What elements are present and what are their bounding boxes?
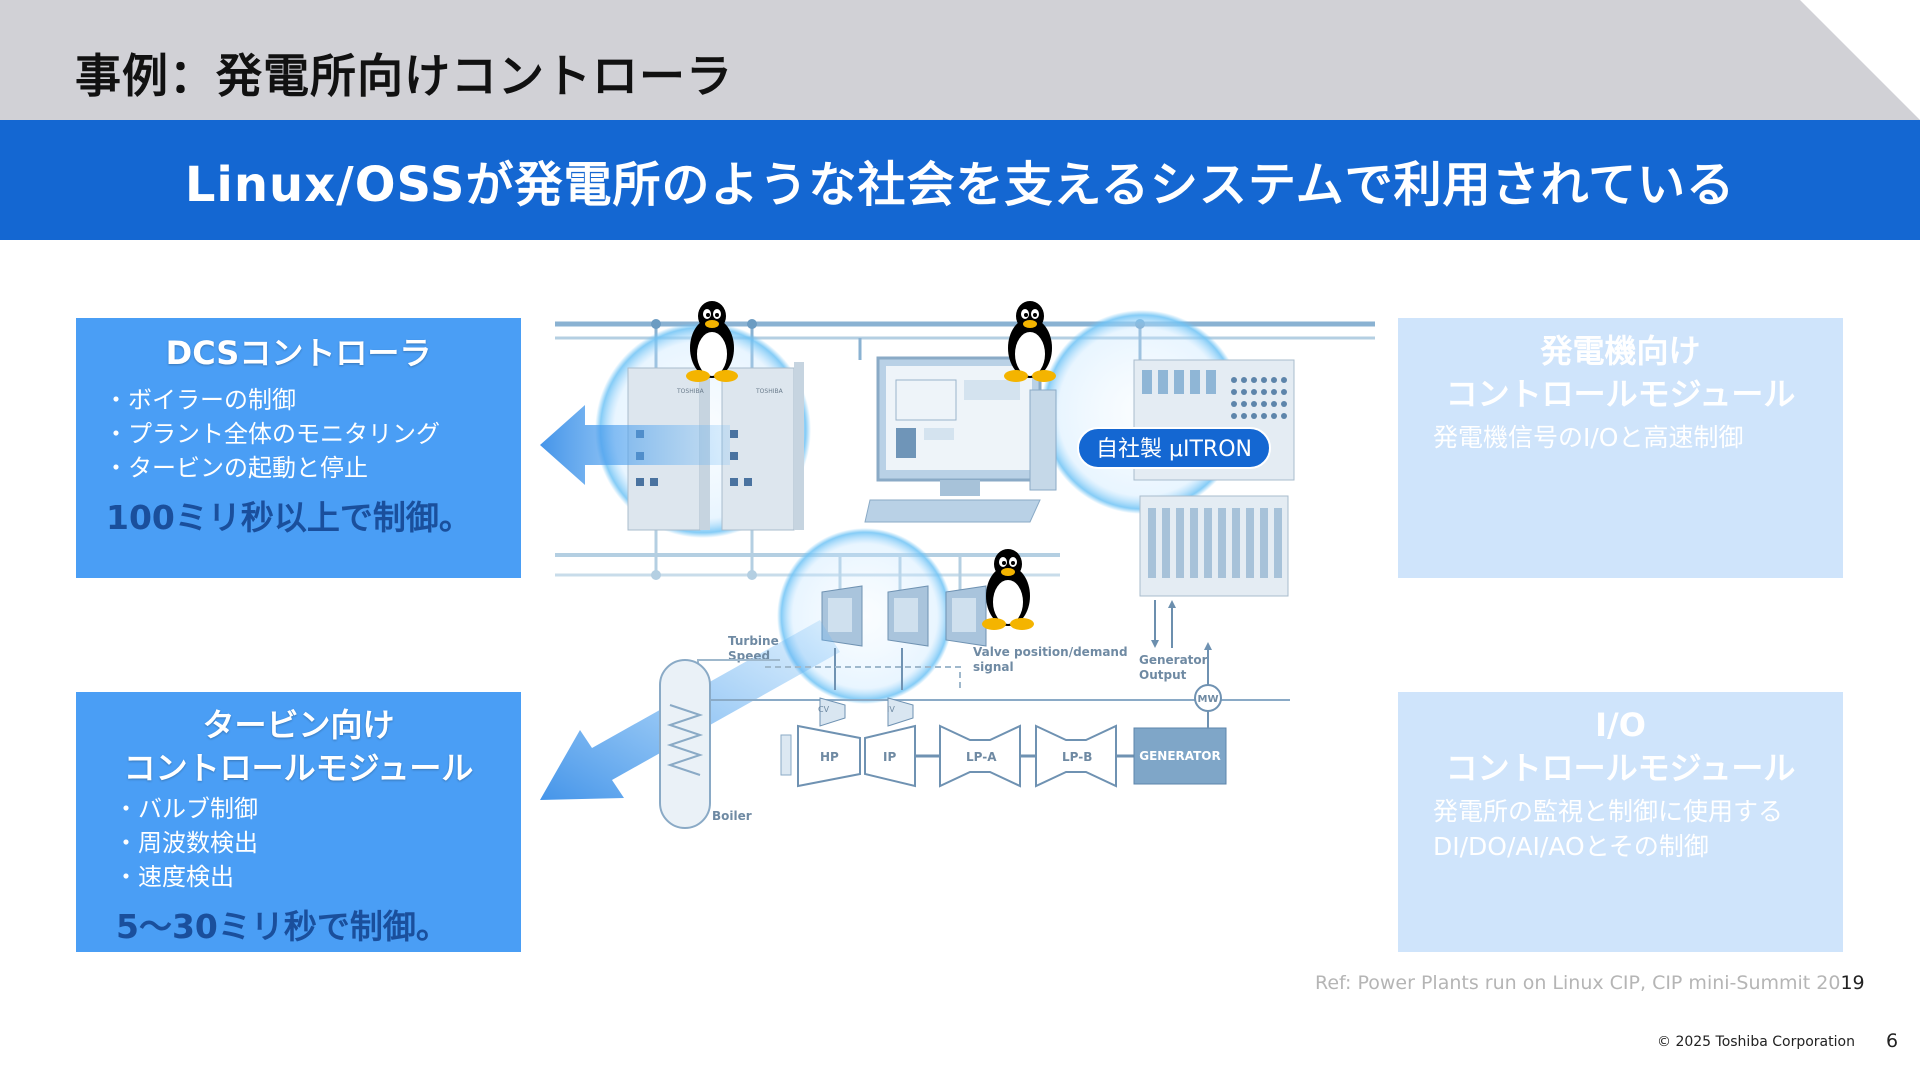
brand-label: TOSHIBA [676, 388, 705, 395]
hp-label: HP [820, 750, 839, 764]
lpb-label: LP-B [1062, 750, 1092, 764]
generator-card-desc: 発電機信号のI/Oと高速制御 [1433, 423, 1744, 452]
linux-tux-icon [686, 301, 738, 382]
generator-card-title-2: コントロールモジュール [1445, 375, 1796, 413]
io-module-card: I/O コントロールモジュール 発電所の監視と制御に使用する DI/DO/AI/… [1398, 692, 1843, 952]
generator-label: GENERATOR [1139, 749, 1221, 763]
dcs-card-title: DCSコントローラ [165, 334, 432, 372]
headline-banner: Linux/OSSが発電所のような社会を支えるシステムで利用されている [0, 120, 1920, 240]
ip-turbine [864, 724, 916, 788]
turbine-card-emphasis: 5～30ミリ秒で制御。 [116, 907, 449, 946]
lpa-label: LP-A [966, 750, 997, 764]
power-plant-system-diagram: TOSHIBA TOSHIBA [540, 301, 1375, 829]
reference-note: Ref: Power Plants run on Linux CIP, CIP … [1315, 972, 1865, 994]
boiler-label: Boiler [712, 809, 752, 823]
generator-output-label: Output [1139, 668, 1187, 682]
lpa-turbine [939, 724, 1021, 788]
turbine-schematic: Turbine Speed Valve position/demand sign… [659, 634, 1290, 829]
dcs-controller-hardware: TOSHIBA TOSHIBA [627, 362, 804, 531]
list-item: 速度検出 [114, 860, 521, 894]
io-rack-hardware [1133, 359, 1295, 648]
generator-module-card: 発電機向け コントロールモジュール 発電機信号のI/Oと高速制御 [1398, 318, 1843, 578]
turbine-speed-label: Turbine [728, 634, 779, 648]
page-title: 事例：発電所向けコントローラ [75, 49, 733, 103]
list-item: 周波数検出 [114, 826, 521, 860]
brand-label: TOSHIBA [755, 388, 784, 395]
ip-label: IP [883, 750, 896, 764]
turbine-card-title-1: タービン向け [202, 706, 395, 744]
generator-box [1133, 727, 1227, 785]
linux-tux-icon [982, 549, 1034, 630]
arrow-to-dcs-card [540, 405, 730, 485]
io-card-desc-2: DI/DO/AI/AOとその制御 [1433, 832, 1709, 861]
list-item: タービンの起動と停止 [104, 451, 521, 485]
uitron-badge: 自社製 μITRON [1077, 427, 1271, 469]
generator-card-title-1: 発電機向け [1540, 332, 1701, 370]
monitoring-workstation [864, 356, 1057, 523]
generator-output-label: Generator [1139, 653, 1208, 667]
turbine-module-card: タービン向け コントロールモジュール バルブ制御 周波数検出 速度検出 5～30… [76, 692, 521, 952]
uitron-badge-text: 自社製 μITRON [1096, 437, 1252, 462]
linux-tux-icon [1004, 301, 1056, 382]
io-card-title-2: コントロールモジュール [1445, 749, 1796, 787]
page-number: 6 [1886, 1030, 1899, 1052]
mw-label: MW [1198, 694, 1219, 705]
valve-signal-label: signal [973, 660, 1014, 674]
copyright: © 2025 Toshiba Corporation [1657, 1034, 1855, 1050]
io-card-desc-1: 発電所の監視と制御に使用する [1433, 797, 1784, 826]
list-item: ボイラーの制御 [104, 383, 521, 417]
list-item: バルブ制御 [114, 792, 521, 826]
turbine-card-list: バルブ制御 周波数検出 速度検出 [76, 792, 521, 894]
hp-turbine [797, 724, 861, 788]
turbine-control-modules [821, 585, 987, 647]
reference-text: Ref: Power Plants run on Linux CIP, CIP … [1315, 972, 1841, 994]
dcs-controller-card: DCSコントローラ ボイラーの制御 プラント全体のモニタリング タービンの起動と… [76, 318, 521, 578]
list-item: プラント全体のモニタリング [104, 417, 521, 451]
io-card-title-1: I/O [1595, 706, 1646, 744]
valve-signal-label: Valve position/demand [973, 645, 1128, 659]
lpb-turbine [1035, 724, 1117, 788]
turbine-card-title-2: コントロールモジュール [123, 749, 474, 787]
header-corner-decoration [1800, 0, 1920, 120]
headline-text: Linux/OSSが発電所のような社会を支えるシステムで利用されている [184, 157, 1736, 213]
boiler-shape [659, 659, 711, 829]
dcs-card-emphasis: 100ミリ秒以上で制御。 [106, 498, 472, 537]
header-bar [0, 0, 1920, 120]
dcs-card-list: ボイラーの制御 プラント全体のモニタリング タービンの起動と停止 [76, 383, 521, 485]
cv-valve-label: CV [818, 705, 830, 714]
iv-valve-label: IV [887, 705, 895, 714]
reference-text-tail: 19 [1840, 972, 1865, 994]
